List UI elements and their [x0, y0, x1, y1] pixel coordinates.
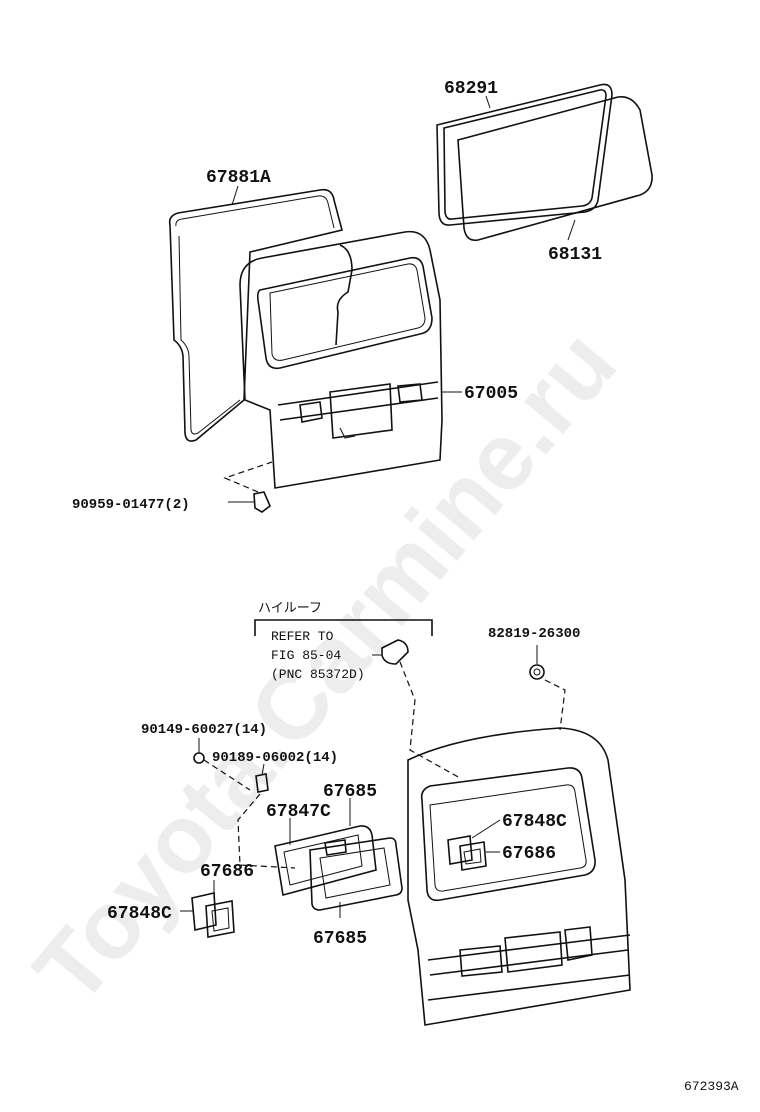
callout-67848C-left: 67848C	[107, 904, 172, 924]
note-title: ハイルーフ	[258, 601, 322, 616]
callout-67848C-right: 67848C	[502, 812, 567, 832]
callout-82819-26300: 82819-26300	[488, 626, 580, 642]
trim-board-67847C	[274, 798, 377, 897]
cushion-part	[223, 461, 273, 513]
handle-left	[180, 880, 235, 938]
screw-90149	[193, 738, 251, 791]
back-door-interior	[407, 727, 631, 1026]
figure-code: 672393A	[684, 1079, 739, 1094]
lamp-cover	[372, 639, 461, 779]
callout-68291: 68291	[444, 79, 498, 99]
back-door-panel-67005	[239, 230, 443, 489]
trim-frame-67685	[309, 837, 403, 918]
callout-90189-06002: 90189-06002(14)	[212, 750, 338, 766]
note-line-2: FIG 85-04	[271, 648, 341, 663]
callout-90149-60027: 90149-60027(14)	[141, 722, 267, 738]
note-line-1: REFER TO	[271, 629, 334, 644]
callout-67685-top: 67685	[323, 782, 377, 802]
grommet-82819-26300	[529, 645, 566, 731]
callout-67005: 67005	[464, 384, 518, 404]
callout-67686-left: 67686	[200, 862, 254, 882]
callout-67686-right: 67686	[502, 844, 556, 864]
window-glass-68131	[457, 95, 653, 242]
nut-90189	[237, 763, 296, 869]
note-line-3: (PNC 85372D)	[271, 667, 365, 682]
weatherstrip-67881A	[168, 188, 343, 442]
note-bracket: ハイルーフ REFER TO FIG 85-04 (PNC 85372D)	[254, 601, 433, 682]
callout-68131: 68131	[548, 245, 602, 265]
callout-67847C: 67847C	[266, 802, 331, 822]
callout-67685-bottom: 67685	[313, 929, 367, 949]
callout-67881A: 67881A	[206, 168, 271, 188]
callout-90959-01477: 90959-01477(2)	[72, 497, 190, 513]
